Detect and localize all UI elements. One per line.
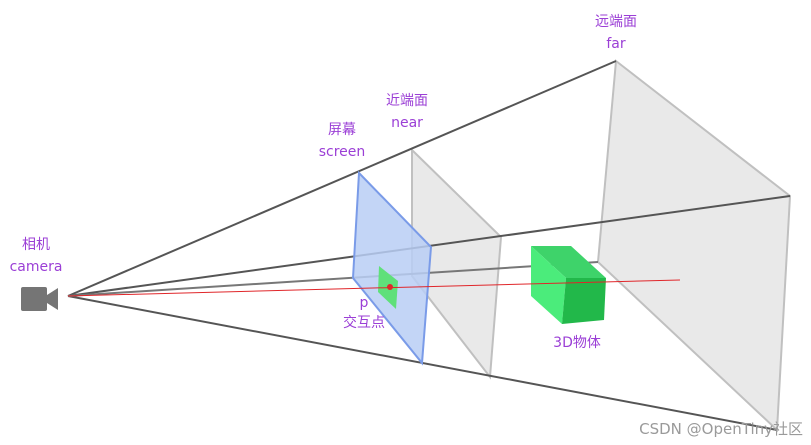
3d-object-cube bbox=[531, 246, 606, 324]
near-label: 近端面 near bbox=[386, 92, 428, 132]
ray-line bbox=[67, 279, 681, 297]
cube-front-face bbox=[562, 278, 606, 324]
camera-label: 相机 camera bbox=[10, 236, 63, 276]
cube-side-face bbox=[531, 246, 566, 324]
camera-label-en: camera bbox=[9, 259, 63, 275]
camera-label-cn: 相机 bbox=[22, 237, 50, 253]
far-label: 远端面 far bbox=[595, 13, 637, 53]
screen-label-cn: 屏幕 bbox=[327, 122, 356, 138]
screen-label-en: screen bbox=[318, 144, 366, 160]
watermark: CSDN @OpenTiny社区 bbox=[639, 420, 803, 438]
frustum-edge-left bbox=[67, 261, 599, 297]
intersection-point bbox=[387, 284, 393, 290]
screen-label: 屏幕 screen bbox=[319, 121, 366, 161]
far-label-en: far bbox=[606, 36, 626, 52]
far-label-cn: 远端面 bbox=[595, 14, 637, 30]
video-camera-icon bbox=[21, 287, 58, 311]
near-label-cn: 近端面 bbox=[386, 93, 428, 109]
intersection-label-cn: 交互点 bbox=[343, 315, 385, 331]
intersection-label: p 交互点 bbox=[343, 294, 385, 332]
object-label: 3D物体 bbox=[553, 335, 601, 351]
cube-top-face bbox=[531, 246, 606, 278]
intersection-label-p: p bbox=[359, 295, 369, 311]
far-plane bbox=[596, 59, 792, 433]
screen-plane bbox=[351, 170, 433, 366]
frustum-edge-top bbox=[67, 60, 617, 297]
near-label-en: near bbox=[391, 115, 423, 131]
